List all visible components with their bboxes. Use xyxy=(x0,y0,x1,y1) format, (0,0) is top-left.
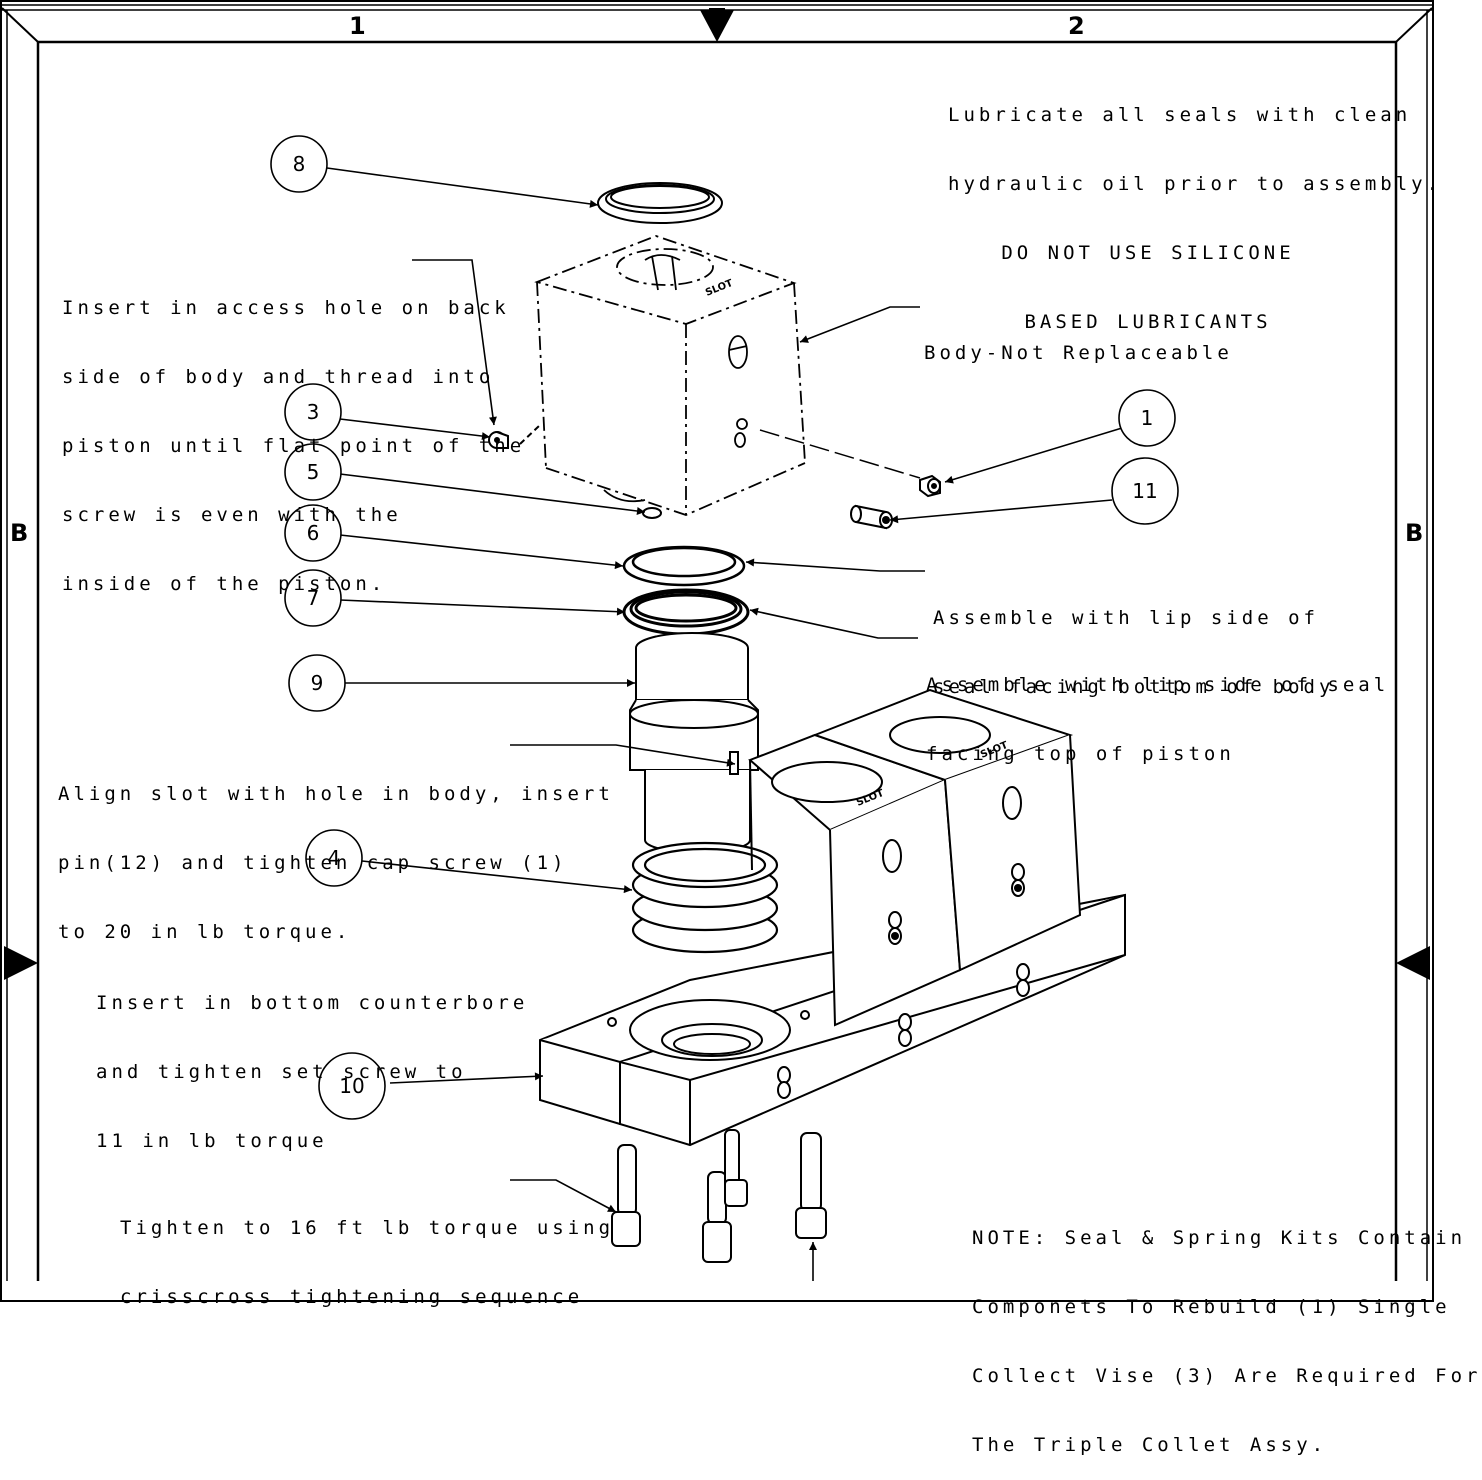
vise-block-left xyxy=(748,733,962,1027)
set-screw-3 xyxy=(488,424,541,449)
assembly-drawing: SLOT xyxy=(0,0,1434,1302)
seal-top-note: Assemble with lip side of seal facing to… xyxy=(926,674,1390,765)
callout-number: 8 xyxy=(293,152,306,176)
body-note: Body-Not Replaceable xyxy=(924,342,1233,364)
callout-number: 5 xyxy=(307,460,320,484)
callout-number: 4 xyxy=(328,846,341,870)
callout-number: 3 xyxy=(307,400,320,424)
access-hole-note: Insert in access hole on back side of bo… xyxy=(62,297,526,595)
vise-block-right xyxy=(812,688,1082,972)
o-ring-5 xyxy=(642,507,662,519)
callout-bubble-9 xyxy=(288,654,346,712)
callout-bubble-1 xyxy=(1118,389,1176,447)
callout-bubble-11 xyxy=(1111,457,1179,525)
callout-number: 6 xyxy=(307,521,320,545)
align-slot-note: Align slot with hole in body, insert pin… xyxy=(58,783,614,943)
center-marks xyxy=(4,8,1430,980)
callout-number: 10 xyxy=(339,1074,364,1098)
lubrication-note: Lubricate all seals with clean hydraulic… xyxy=(948,104,1443,333)
zone-label-1: 1 xyxy=(349,12,366,40)
cap-screw-1 xyxy=(919,474,941,498)
body-slot-mark: SLOT xyxy=(704,278,735,299)
spring-4 xyxy=(631,841,779,954)
callout-number: 9 xyxy=(311,671,324,695)
kit-note: NOTE: Seal & Spring Kits Contain Compone… xyxy=(972,1227,1482,1456)
zone-label-b-left: B xyxy=(10,519,29,547)
body-details xyxy=(603,254,748,503)
seal-7 xyxy=(622,588,750,636)
leader-lines xyxy=(326,167,1123,1281)
zone-label-2: 2 xyxy=(1068,12,1085,40)
drawing-border xyxy=(0,0,1434,1302)
callout-bubble-10 xyxy=(318,1052,386,1120)
callout-bubble-4 xyxy=(305,829,363,887)
seal-bottom-note: Assemble with lip side of seal facing bo… xyxy=(933,607,1335,698)
cap-screws-bottom xyxy=(611,1129,827,1263)
callout-number: 7 xyxy=(307,586,320,610)
callout-number: 11 xyxy=(1132,479,1157,503)
zone-label-b-right: B xyxy=(1405,519,1424,547)
torque-note: Tighten to 16 ft lb torque using crisscr… xyxy=(120,1217,615,1308)
callout-bubble-5 xyxy=(284,443,342,501)
callout-number: 1 xyxy=(1141,406,1154,430)
callout-bubble-6 xyxy=(284,504,342,562)
screw-axis-line xyxy=(759,429,921,479)
piston-9 xyxy=(629,632,759,854)
body-not-replaceable xyxy=(534,235,806,516)
callout-bubble-3 xyxy=(284,383,342,441)
pin-11 xyxy=(850,504,893,530)
seal-8 xyxy=(597,182,723,224)
callout-bubble-8 xyxy=(270,135,328,193)
seal-6 xyxy=(622,545,746,587)
callout-bubble-7 xyxy=(284,569,342,627)
counterbore-note: Insert in bottom counterbore and tighten… xyxy=(96,992,529,1152)
